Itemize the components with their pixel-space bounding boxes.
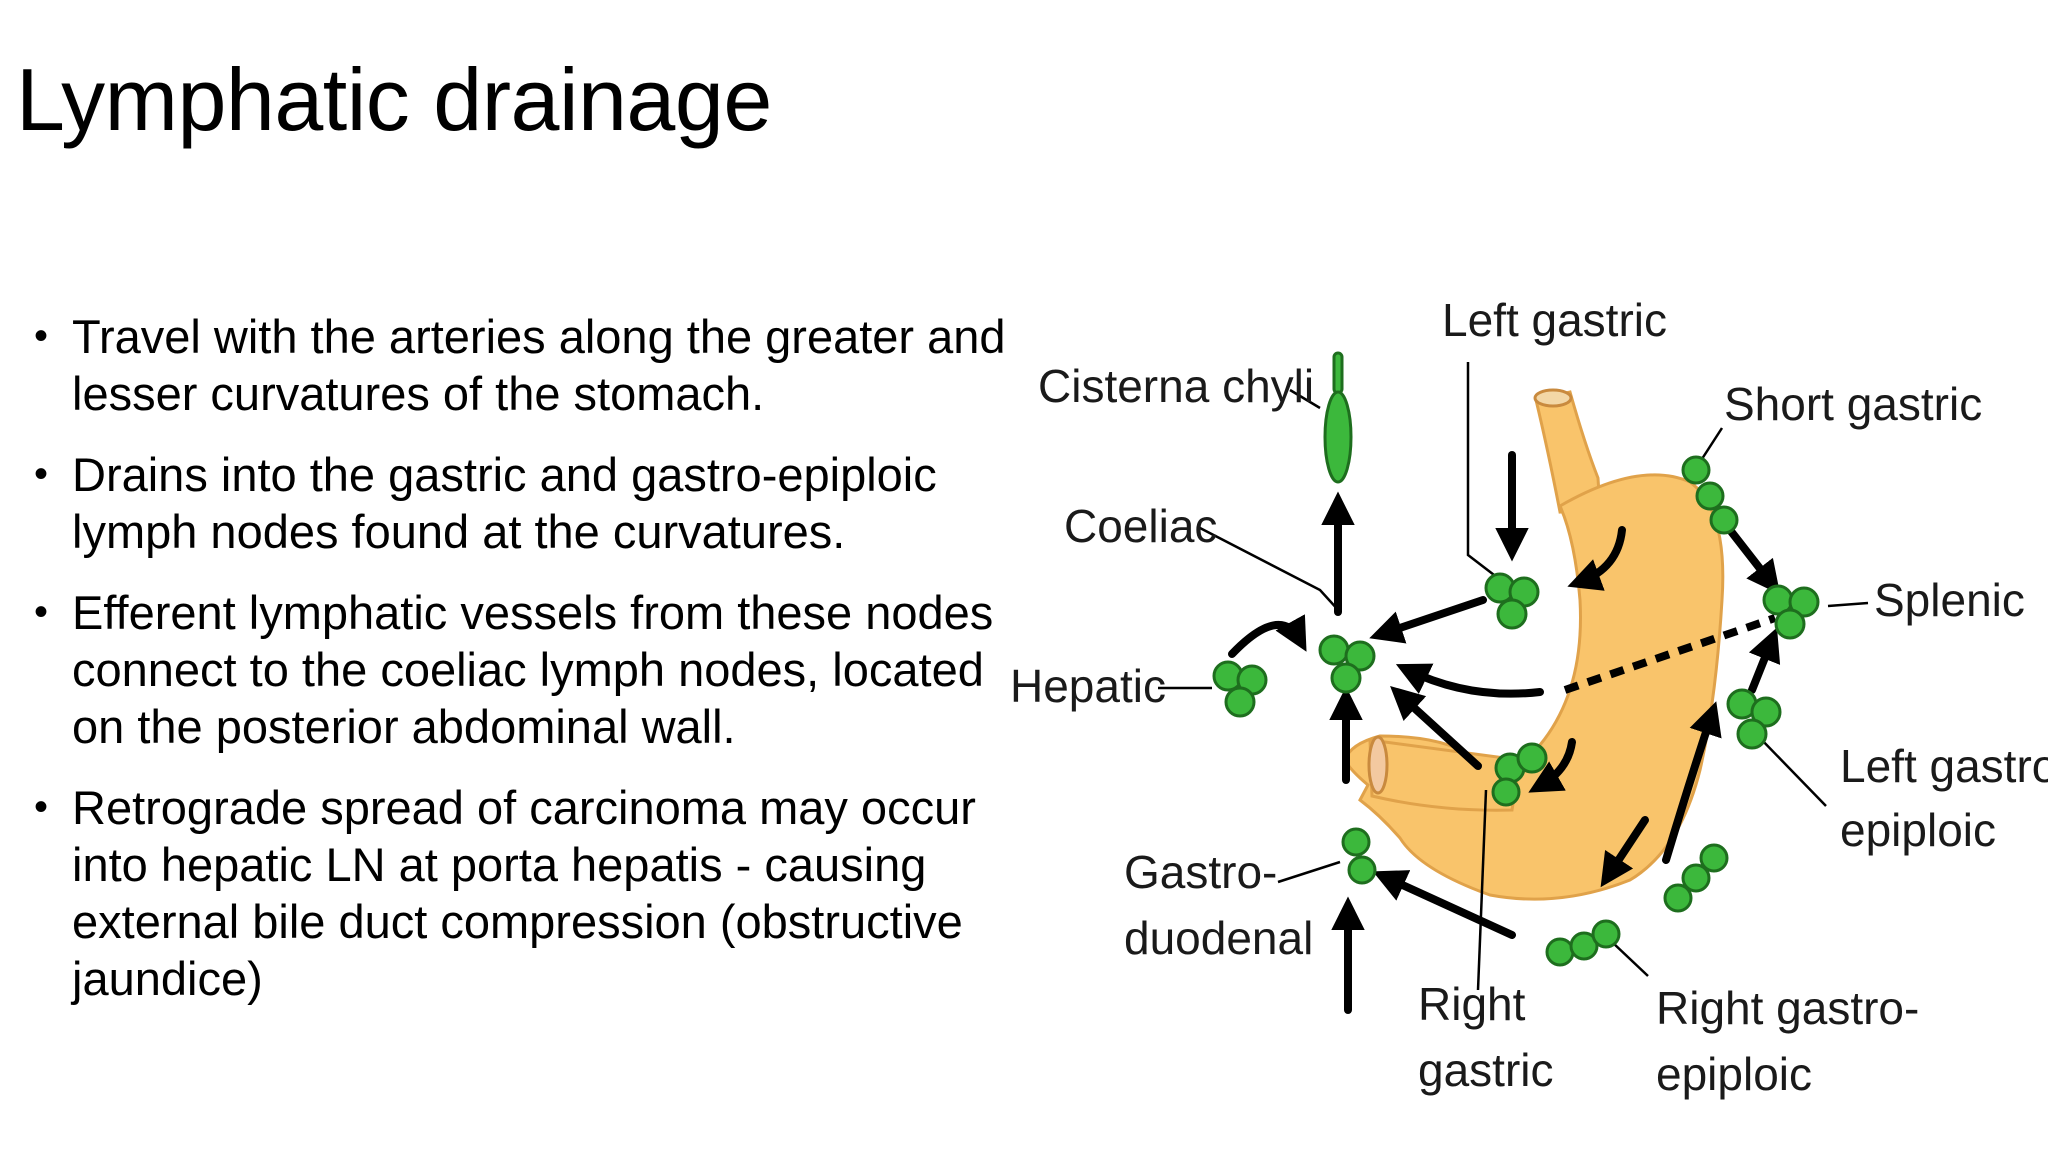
leader-cisterna-chyli xyxy=(1289,388,1321,410)
label-coeliac: Coeliac xyxy=(1064,500,1217,552)
cisterna-sac xyxy=(1323,390,1353,484)
label-short-gastric: Short gastric xyxy=(1724,378,1982,430)
label-right-gastric-1: Right xyxy=(1418,978,1526,1030)
node-cluster-right-gastric xyxy=(1491,742,1548,807)
arrow-hepatic-to-coeliac xyxy=(1228,614,1307,658)
arrow-body-to-right-gastric-node xyxy=(1528,738,1576,793)
stomach-body xyxy=(1343,473,1725,901)
bullet-dot: • xyxy=(34,590,49,634)
node-cluster-splenic xyxy=(1762,584,1820,640)
arrow-greater-curvature-down xyxy=(1600,816,1649,888)
duodenum xyxy=(1368,738,1522,812)
leader-right-gastro-epiploic xyxy=(1611,941,1649,977)
node-cluster-hepatic xyxy=(1212,660,1268,718)
lymphatic-drainage-diagram: Left gastric Cisterna chyli Short gastri… xyxy=(1010,294,2048,1100)
label-right-gastro-epiploic-1: Right gastro- xyxy=(1656,982,1919,1034)
label-left-gastro-epiploic-1: Left gastro- xyxy=(1840,740,2048,792)
leader-lines xyxy=(1158,362,1869,991)
node-cluster-greater-curvature xyxy=(1663,843,1729,913)
label-splenic: Splenic xyxy=(1874,574,2025,626)
node-cluster-short-gastric xyxy=(1681,455,1739,535)
bullet-text: Retrograde spread of carcinoma may occur… xyxy=(72,781,976,1005)
leader-gastro-duodenal xyxy=(1277,860,1341,884)
label-cisterna-chyli: Cisterna chyli xyxy=(1038,360,1314,412)
node-cluster-left-gastric xyxy=(1484,572,1540,630)
node-cluster-right-gastro-epiploic xyxy=(1545,919,1621,967)
bullet-item: • Retrograde spread of carcinoma may occu… xyxy=(30,779,1010,1007)
leader-short-gastric xyxy=(1698,427,1724,463)
slide-title: Lymphatic drainage xyxy=(16,50,772,149)
arrow-left-gastro-epiploic-to-splenic xyxy=(1748,627,1781,694)
bullet-item: • Drains into the gastric and gastro-epip… xyxy=(30,446,1010,560)
diagram-labels: Left gastric Cisterna chyli Short gastri… xyxy=(1010,294,2048,1100)
bullet-text: Travel with the arteries along the great… xyxy=(72,310,1006,420)
label-gastro-duodenal-2: duodenal xyxy=(1124,912,1313,964)
lymph-nodes xyxy=(1212,455,1820,967)
arrow-right-gastric-to-coeliac xyxy=(1390,685,1482,770)
leader-splenic xyxy=(1827,601,1869,608)
arrow-right-gastric-to-gastroduodenal xyxy=(1372,870,1516,939)
bullet-dot: • xyxy=(34,314,49,358)
arrow-left-gastric-to-coeliac xyxy=(1369,596,1487,644)
label-right-gastric-2: gastric xyxy=(1418,1044,1553,1096)
arrow-right-gastro-epiploic-up xyxy=(1662,701,1722,864)
cisterna-chyli xyxy=(1323,351,1353,484)
leader-left-gastro-epiploic xyxy=(1757,735,1827,807)
leader-right-gastric xyxy=(1476,789,1488,991)
arrow-body-to-coeliac xyxy=(1395,663,1544,698)
arrow-short-gastric-to-splenic xyxy=(1726,526,1781,595)
label-gastro-duodenal-1: Gastro- xyxy=(1124,846,1277,898)
label-right-gastro-epiploic-2: epiploic xyxy=(1656,1048,1812,1100)
bullet-text: Drains into the gastric and gastro-epipl… xyxy=(72,448,937,558)
node-cluster-coeliac xyxy=(1318,634,1376,694)
duodenum-opening xyxy=(1367,735,1389,795)
leader-left-gastric xyxy=(1466,362,1499,579)
label-left-gastro-epiploic-2: epiploic xyxy=(1840,804,1996,856)
bullet-dot: • xyxy=(34,785,49,829)
bullet-item: • Travel with the arteries along the grea… xyxy=(30,308,1010,422)
cisterna-duct xyxy=(1332,351,1344,395)
node-cluster-gastro-duodenal xyxy=(1341,827,1377,885)
bullet-item: • Efferent lymphatic vessels from these n… xyxy=(30,584,1010,755)
label-hepatic: Hepatic xyxy=(1010,660,1166,712)
label-left-gastric: Left gastric xyxy=(1442,294,1667,346)
node-cluster-left-gastro-epiploic xyxy=(1726,688,1782,750)
arrow-to-left-gastric-node xyxy=(1567,526,1626,591)
watershed-line xyxy=(1563,614,1777,694)
drainage-arrows xyxy=(1228,451,1781,1014)
leader-coeliac xyxy=(1199,526,1341,613)
bullet-text: Efferent lymphatic vessels from these no… xyxy=(72,586,994,753)
stomach xyxy=(1343,388,1725,901)
esophagus-opening xyxy=(1533,388,1573,408)
bullet-list: • Travel with the arteries along the grea… xyxy=(30,308,1010,1031)
bullet-dot: • xyxy=(34,452,49,496)
